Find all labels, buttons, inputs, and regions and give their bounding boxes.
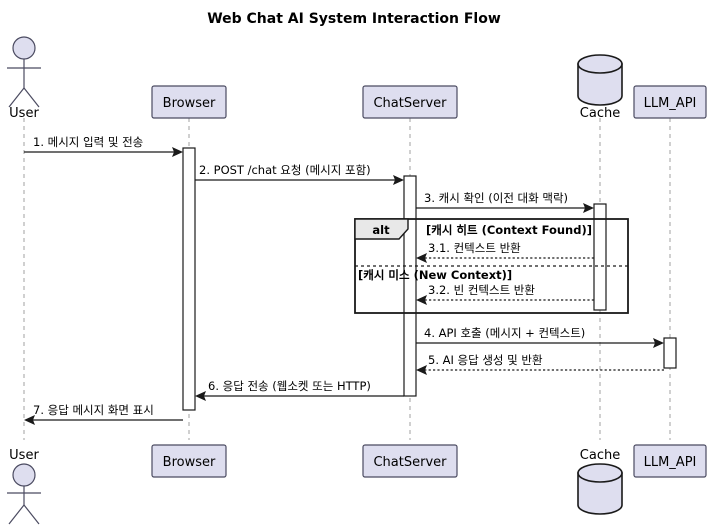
actor-leg-left bbox=[8, 87, 25, 108]
message-2: 2. POST /chat 요청 (메시지 포함) bbox=[195, 163, 404, 185]
participant-label-llm-api-top: LLM_API bbox=[644, 96, 697, 111]
participant-user-top[interactable]: User bbox=[7, 36, 41, 121]
participant-box-browser-bottom bbox=[151, 444, 227, 478]
activation-bar-chatserver bbox=[403, 175, 417, 397]
fragment-guard-else: [캐시 미스 (New Context)] bbox=[358, 268, 512, 282]
participant-label-chatserver-top: ChatServer bbox=[373, 96, 447, 111]
participant-box-chatserver-bottom bbox=[362, 444, 458, 478]
database-cylinder-body bbox=[577, 63, 623, 106]
message-arrowhead-4 bbox=[653, 338, 664, 348]
actor-leg-left-bottom bbox=[8, 504, 25, 525]
participant-browser-bottom[interactable]: Browser bbox=[151, 444, 227, 478]
participant-label-chatserver-bottom: ChatServer bbox=[373, 455, 447, 470]
participant-label-browser-top: Browser bbox=[163, 96, 216, 111]
database-cylinder-icon-bottom bbox=[577, 463, 623, 483]
message-3-2: 3.2. 빈 컨텍스트 반환 bbox=[416, 283, 594, 305]
message-arrowhead-3-1 bbox=[416, 253, 427, 263]
database-cylinder-body-bottom bbox=[577, 472, 623, 515]
participant-label-cache-top: Cache bbox=[580, 106, 620, 121]
participant-label-llm-api-bottom: LLM_API bbox=[644, 455, 697, 470]
message-label-4: 4. API 호출 (메시지 + 컨텍스트) bbox=[424, 326, 585, 340]
activation-bar-browser bbox=[182, 147, 196, 411]
participant-box-chatserver-top bbox=[362, 85, 458, 119]
message-label-3-1: 3.1. 컨텍스트 반환 bbox=[428, 241, 521, 255]
message-label-6: 6. 응답 전송 (웹소켓 또는 HTTP) bbox=[208, 379, 371, 393]
message-6: 6. 응답 전송 (웹소켓 또는 HTTP) bbox=[195, 379, 404, 401]
message-1: 1. 메시지 입력 및 전송 bbox=[24, 135, 183, 157]
activation-bar-llm-api bbox=[663, 337, 677, 369]
participant-label-cache-bottom: Cache bbox=[580, 448, 620, 463]
participant-chatserver-bottom[interactable]: ChatServer bbox=[362, 444, 458, 478]
participant-llm-api-bottom[interactable]: LLM_API bbox=[633, 444, 707, 478]
message-7: 7. 응답 메시지 화면 표시 bbox=[24, 403, 183, 425]
message-arrowhead-6 bbox=[195, 391, 206, 401]
actor-head-icon bbox=[12, 36, 36, 60]
message-arrowhead-3-2 bbox=[416, 295, 427, 305]
participant-cache-bottom[interactable]: Cache bbox=[577, 448, 623, 515]
fragment-operator-tab bbox=[354, 218, 409, 240]
participant-label-user-bottom: User bbox=[9, 448, 39, 463]
message-5: 5. AI 응답 생성 및 반환 bbox=[416, 353, 664, 375]
participant-llm-api-top[interactable]: LLM_API bbox=[633, 85, 707, 119]
message-arrowhead-3 bbox=[583, 203, 594, 213]
message-label-2: 2. POST /chat 요청 (메시지 포함) bbox=[199, 163, 371, 177]
actor-leg-right bbox=[23, 87, 40, 108]
message-arrowhead-2 bbox=[393, 175, 404, 185]
participant-user-bottom[interactable]: User bbox=[7, 448, 41, 525]
fragment-operator-label: alt bbox=[372, 223, 390, 237]
message-label-5: 5. AI 응답 생성 및 반환 bbox=[428, 353, 543, 367]
actor-leg-right-bottom bbox=[23, 504, 40, 525]
participant-box-llm-api-bottom bbox=[633, 444, 707, 478]
message-arrowhead-5 bbox=[416, 365, 427, 375]
message-label-1: 1. 메시지 입력 및 전송 bbox=[33, 135, 143, 149]
participant-label-user-top: User bbox=[9, 106, 39, 121]
message-label-7: 7. 응답 메시지 화면 표시 bbox=[33, 403, 154, 417]
message-label-3-2: 3.2. 빈 컨텍스트 반환 bbox=[428, 283, 535, 297]
participant-label-browser-bottom: Browser bbox=[163, 455, 216, 470]
message-arrowhead-1 bbox=[172, 147, 183, 157]
fragment-guard-primary: [캐시 히트 (Context Found)] bbox=[426, 223, 592, 237]
message-4: 4. API 호출 (메시지 + 컨텍스트) bbox=[416, 326, 664, 348]
message-arrowhead-7 bbox=[24, 415, 35, 425]
database-cylinder-icon bbox=[577, 54, 623, 74]
combined-fragment-alt: alt [캐시 히트 (Context Found)] [캐시 미스 (New … bbox=[354, 218, 629, 314]
message-3-1: 3.1. 컨텍스트 반환 bbox=[416, 241, 594, 263]
actor-head-icon-bottom bbox=[12, 463, 36, 487]
participant-box-llm-api-top bbox=[633, 85, 707, 119]
participant-chatserver-top[interactable]: ChatServer bbox=[362, 85, 458, 119]
message-label-3: 3. 캐시 확인 (이전 대화 맥락) bbox=[424, 191, 568, 205]
message-3: 3. 캐시 확인 (이전 대화 맥락) bbox=[416, 191, 594, 213]
diagram-title: Web Chat AI System Interaction Flow bbox=[207, 11, 501, 27]
participant-browser-top[interactable]: Browser bbox=[151, 85, 227, 119]
participant-box-browser-top bbox=[151, 85, 227, 119]
participant-cache-top[interactable]: Cache bbox=[577, 54, 623, 121]
activation-bar-cache bbox=[593, 203, 607, 311]
